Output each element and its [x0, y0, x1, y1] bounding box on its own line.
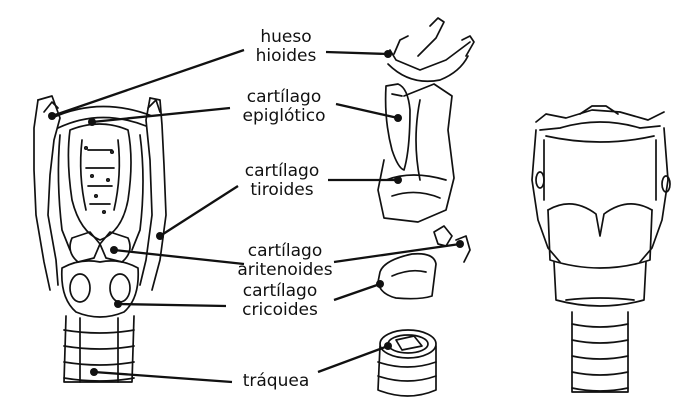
larynx-posterior-view	[34, 96, 166, 382]
label-cartilago-cricoides: cartílago cricoides	[226, 282, 334, 320]
label-cartilago-epiglotico: cartílago epiglótico	[230, 88, 338, 126]
label-cricoid-line1: cartílago	[226, 282, 334, 301]
leader-arytenoid-left	[114, 250, 244, 264]
label-trachea-line1: tráquea	[234, 372, 318, 391]
label-hueso-hioides: hueso hioides	[240, 28, 332, 66]
label-epiglottic-line2: epiglótico	[230, 107, 338, 126]
label-cartilago-aritenoides: cartílago aritenoides	[232, 242, 338, 280]
leader-hyoid-right	[326, 52, 388, 54]
label-cricoid-line2: cricoides	[226, 301, 334, 320]
dot-epiglottic-left	[88, 118, 96, 126]
label-epiglottic-line1: cartílago	[230, 88, 338, 107]
dot-epiglottic-right	[394, 114, 402, 122]
leader-cricoid-right	[334, 284, 380, 300]
dot-trachea-left	[90, 368, 98, 376]
leader-epiglottic-right	[336, 104, 398, 118]
leader-thyroid-left	[160, 186, 238, 236]
dot-hyoid-left	[48, 112, 56, 120]
dot-hyoid-right	[384, 50, 392, 58]
dot-thyroid-left	[156, 232, 164, 240]
larynx-anterior-view	[532, 106, 670, 392]
label-hyoid-line1: hueso	[240, 28, 332, 47]
label-hyoid-line2: hioides	[240, 47, 332, 66]
dot-trachea-right	[384, 342, 392, 350]
larynx-exploded-view	[378, 18, 474, 396]
dot-cricoid-left	[114, 300, 122, 308]
label-arytenoid-line1: cartílago	[232, 242, 338, 261]
dot-arytenoid-right	[456, 240, 464, 248]
label-arytenoid-line2: aritenoides	[232, 261, 338, 280]
dot-arytenoid-left	[110, 246, 118, 254]
dot-cricoid-right	[376, 280, 384, 288]
leader-cricoid-left	[118, 304, 226, 306]
dot-thyroid-right	[394, 176, 402, 184]
label-thyroid-line2: tiroides	[234, 181, 330, 200]
leader-arytenoid-right	[334, 244, 460, 262]
label-cartilago-tiroides: cartílago tiroides	[234, 162, 330, 200]
label-traquea: tráquea	[234, 372, 318, 391]
leader-trachea-right	[318, 346, 388, 372]
label-thyroid-line1: cartílago	[234, 162, 330, 181]
